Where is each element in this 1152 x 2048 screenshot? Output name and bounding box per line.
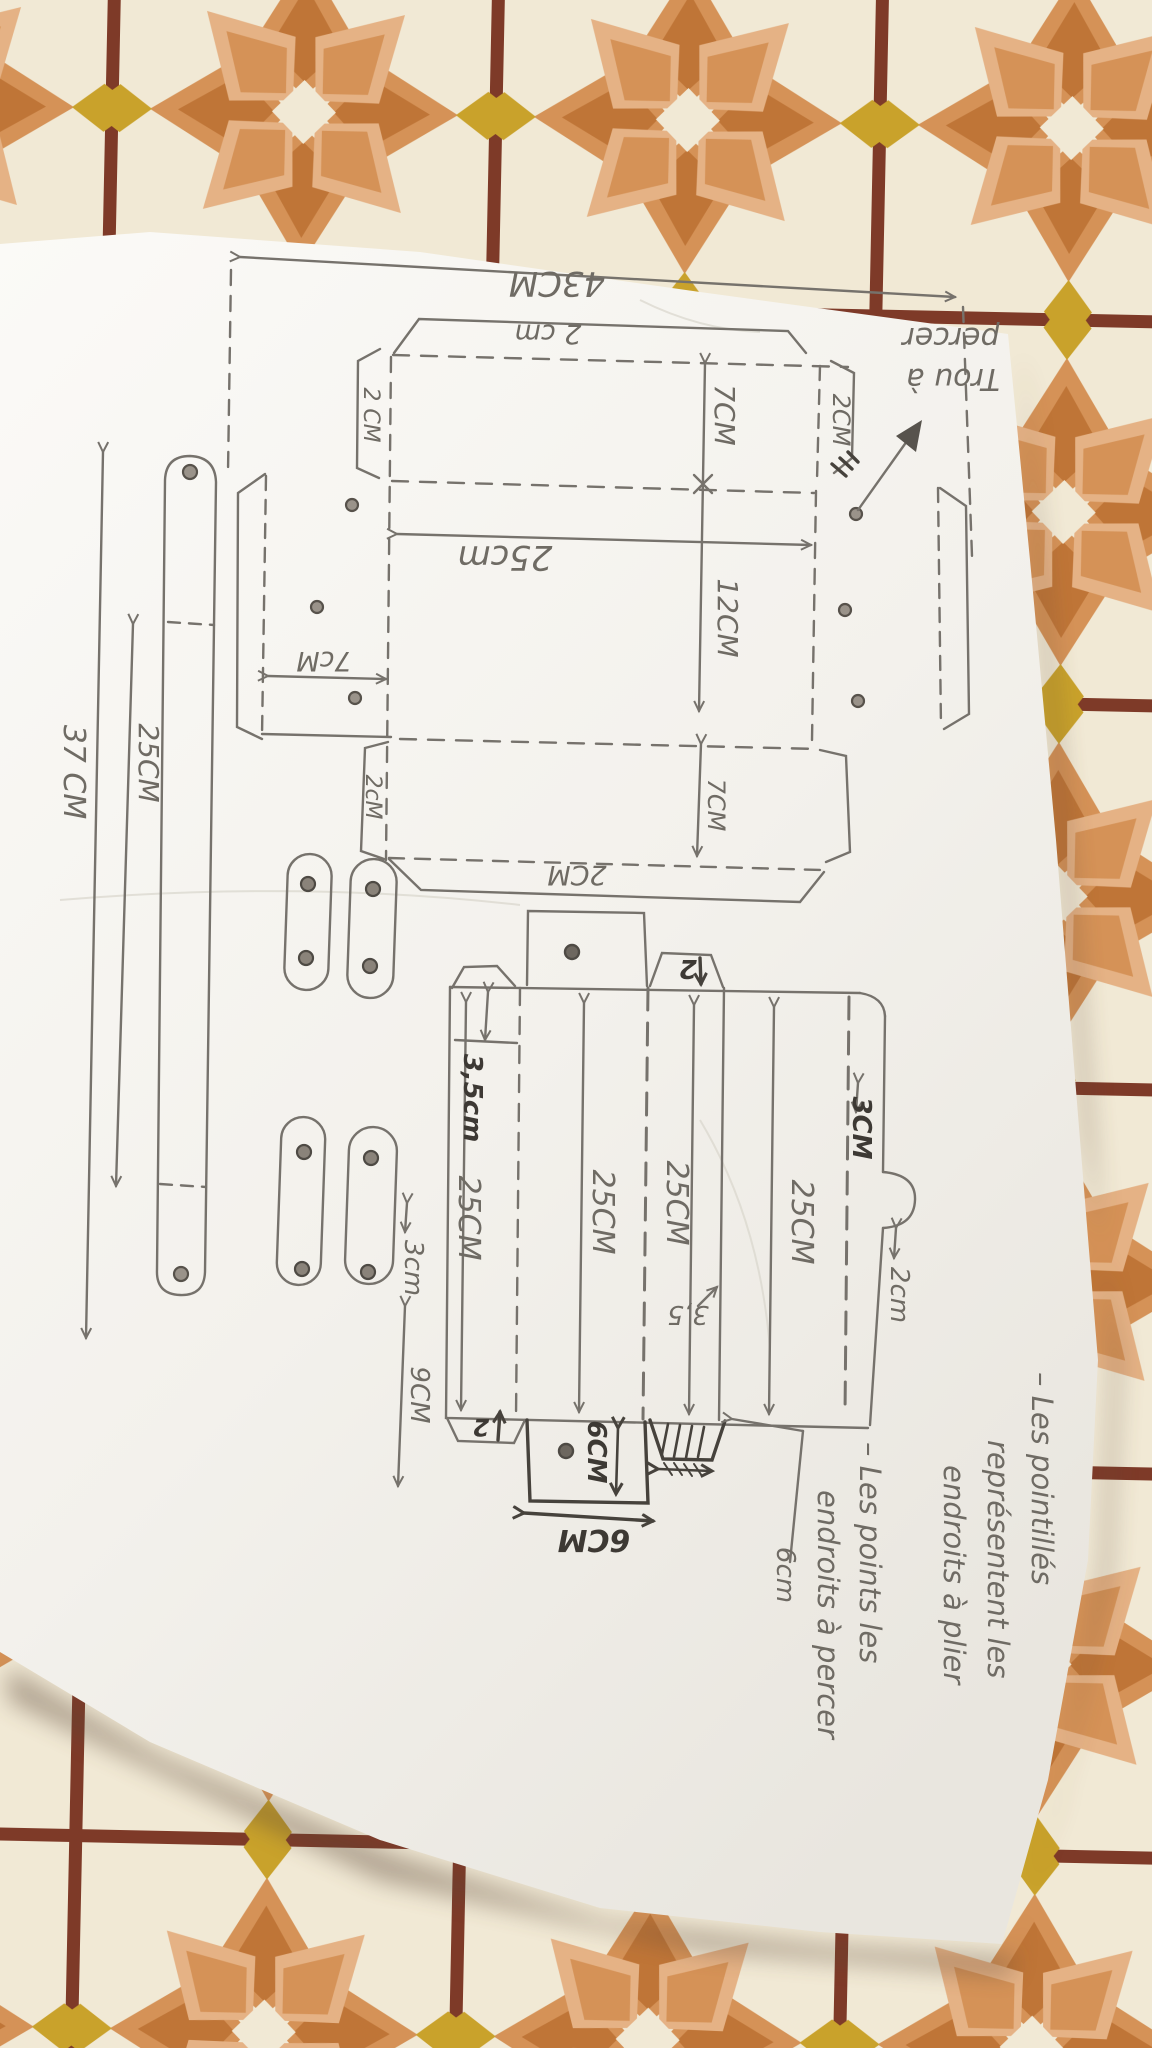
handle-hole — [563, 943, 581, 961]
note-line-1: – Les pointillés — [1025, 1372, 1059, 1585]
dim-col4-25cm: 25CM — [784, 1179, 819, 1264]
dim-bottom-left-flap-2cm: 2cM — [360, 774, 385, 819]
dim-tab-2: 2 — [679, 953, 697, 983]
dim-ovals-3cm: 3cm — [398, 1240, 428, 1296]
dim-strap-25cm: 25CM — [132, 723, 165, 802]
dim-bottom-flap-2: 2 — [473, 1413, 490, 1441]
dim-base-25cm: 25cm — [457, 537, 552, 577]
dim-base-12cm: 12CM — [711, 578, 744, 657]
note-trou-line1: Trou à — [906, 361, 1000, 396]
note-line-2: représentent les — [981, 1440, 1015, 1678]
arrow-head-to-hole — [896, 420, 922, 452]
hatched-flap — [650, 1418, 727, 1476]
dim-35cm: 3,5cm — [457, 1054, 487, 1143]
dim-top-wall-7cm: 7CM — [708, 384, 741, 446]
oval-pieces — [275, 852, 414, 1287]
paper-sheet — [0, 232, 1098, 1944]
dim-37cm: 37 CM — [56, 725, 91, 820]
dim-top-left-flap-2cm: 2 CM — [358, 387, 383, 442]
dim-right-2cm: 2cm — [884, 1267, 914, 1323]
dim-bottom-wall-7cm: 7CM — [702, 779, 730, 832]
drill-holes-walls — [309, 497, 866, 709]
dim-square-6cm-h: 6CM — [557, 1522, 630, 1557]
pencil-drawing — [80, 250, 974, 1564]
dim-col3-25cm: 25CM — [659, 1160, 694, 1245]
square-flap-hole — [557, 1442, 575, 1460]
dim-bottom-right-6cm: 6cm — [770, 1547, 800, 1603]
dim-col2-25cm: 25CM — [585, 1169, 620, 1254]
dim-9cm: 9CM — [404, 1366, 434, 1423]
strap-piece — [80, 441, 218, 1341]
dim-43cm: 43CM — [509, 263, 605, 303]
dim-left-wall-7cm: 7cM — [296, 645, 351, 676]
handwritten-notes: – Les pointillés représentent les endroi… — [811, 1372, 1059, 1741]
note-trou-line2: percer — [901, 320, 1001, 355]
big-box-template — [226, 250, 974, 904]
note-line-3: endroits à plier — [937, 1465, 971, 1686]
dim-top-flap-2cm: 2 cm — [515, 318, 582, 349]
dim-gusset-35: 3,5 — [667, 1299, 708, 1329]
dim-square-6cm-v: 6CM — [581, 1420, 611, 1483]
dim-bottom-flap-2cm: 2CM — [547, 859, 606, 890]
note-line-4: – Les points les — [853, 1442, 887, 1663]
dim-right-3cm: 3CM — [846, 1096, 876, 1159]
base-template — [392, 909, 917, 1564]
dim-col1-25cm: 25CM — [451, 1175, 486, 1260]
labels: 43CM 2 cm 2 CM 2CM 7CM 12CM 25cm 7cM 2cM… — [56, 263, 1059, 1741]
note-line-5: endroits à percer — [811, 1490, 845, 1741]
dim-top-right-flap-2cm: 2CM — [827, 394, 855, 447]
